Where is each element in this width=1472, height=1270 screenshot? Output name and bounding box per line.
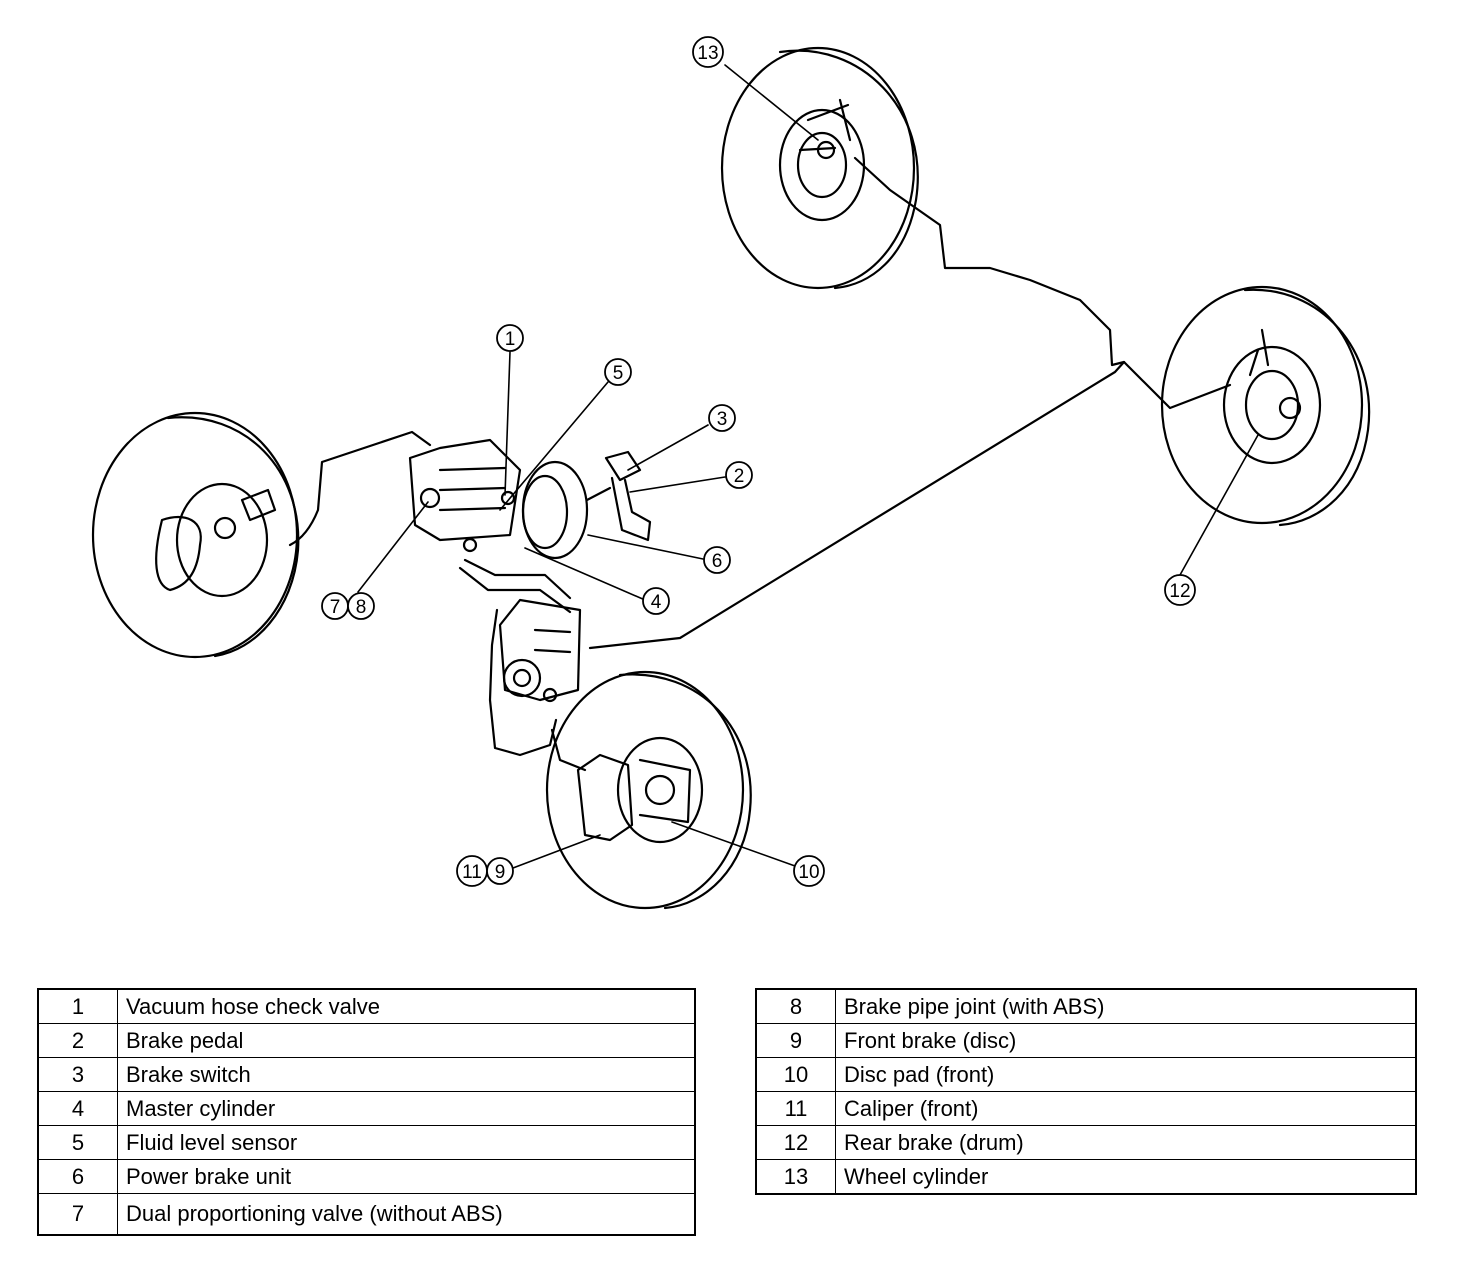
legend-description: Brake pipe joint (with ABS): [835, 988, 1417, 1024]
svg-text:2: 2: [734, 466, 745, 487]
legend-description: Brake switch: [117, 1057, 696, 1092]
svg-text:5: 5: [613, 363, 624, 384]
legend-number: 3: [37, 1057, 118, 1092]
callout-12: 12: [1164, 574, 1196, 606]
legend-description: Master cylinder: [117, 1091, 696, 1126]
svg-text:10: 10: [798, 862, 819, 883]
legend-description: Front brake (disc): [835, 1023, 1417, 1058]
legend-row: 8 Brake pipe joint (with ABS): [755, 988, 1417, 1024]
svg-text:12: 12: [1169, 581, 1190, 602]
svg-text:1: 1: [505, 329, 516, 350]
callout-5: 5: [604, 358, 632, 386]
legend-description: Brake pedal: [117, 1023, 696, 1058]
legend-row: 13 Wheel cylinder: [755, 1159, 1417, 1195]
callout-8: 8: [347, 592, 375, 620]
leader-lines: [357, 64, 1259, 869]
legend-description: Power brake unit: [117, 1159, 696, 1194]
legend-row: 3 Brake switch: [37, 1057, 696, 1092]
front-left-wheel: [91, 411, 300, 659]
callout-4: 4: [642, 587, 670, 615]
legend-row: 11 Caliper (front): [755, 1091, 1417, 1126]
legend-description: Wheel cylinder: [835, 1159, 1417, 1195]
abs-unit: [498, 598, 582, 703]
rear-right-wheel: [1160, 285, 1371, 527]
svg-text:6: 6: [712, 551, 723, 572]
callout-10: 10: [793, 855, 825, 887]
legend-number: 2: [37, 1023, 118, 1058]
legend-row: 9 Front brake (disc): [755, 1023, 1417, 1058]
master-cylinder-assembly: [408, 438, 652, 560]
legend-row: 6 Power brake unit: [37, 1159, 696, 1194]
brake-system-diagram: 1 5 3 2 6 4 7 8 13 12 11 9: [91, 36, 1371, 910]
svg-text:7: 7: [330, 597, 341, 618]
legend-description: Caliper (front): [835, 1091, 1417, 1126]
legend-number: 13: [755, 1159, 836, 1195]
brake-lines: [288, 156, 1232, 772]
legend-row: 4 Master cylinder: [37, 1091, 696, 1126]
callout-13: 13: [692, 36, 724, 68]
legend-table-right: 8 Brake pipe joint (with ABS) 9 Front br…: [755, 988, 1417, 1195]
legend-number: 10: [755, 1057, 836, 1092]
legend-description: Fluid level sensor: [117, 1125, 696, 1160]
callout-1: 1: [496, 324, 524, 352]
callout-6: 6: [703, 546, 731, 574]
svg-text:11: 11: [462, 862, 482, 883]
legend-number: 9: [755, 1023, 836, 1058]
legend-row: 1 Vacuum hose check valve: [37, 988, 696, 1024]
legend-row: 2 Brake pedal: [37, 1023, 696, 1058]
legend-number: 8: [755, 988, 836, 1024]
legend-description: Disc pad (front): [835, 1057, 1417, 1092]
legend-number: 11: [755, 1091, 836, 1126]
legend-row: 7 Dual proportioning valve (without ABS): [37, 1193, 696, 1236]
callout-2: 2: [725, 461, 753, 489]
legend-number: 4: [37, 1091, 118, 1126]
legend-number: 1: [37, 988, 118, 1024]
legend-row: 12 Rear brake (drum): [755, 1125, 1417, 1160]
callout-7: 7: [321, 592, 349, 620]
legend-number: 5: [37, 1125, 118, 1160]
callout-11: 11: [456, 855, 488, 887]
rear-left-wheel: [720, 46, 919, 290]
svg-text:4: 4: [651, 592, 662, 613]
legend-row: 5 Fluid level sensor: [37, 1125, 696, 1160]
legend-description: Dual proportioning valve (without ABS): [117, 1193, 696, 1236]
svg-text:13: 13: [697, 43, 718, 64]
svg-text:3: 3: [717, 409, 728, 430]
front-right-wheel: [545, 670, 752, 910]
legend-description: Rear brake (drum): [835, 1125, 1417, 1160]
legend-table-left: 1 Vacuum hose check valve 2 Brake pedal …: [37, 988, 696, 1236]
callout-3: 3: [708, 404, 736, 432]
legend-number: 12: [755, 1125, 836, 1160]
legend-number: 7: [37, 1193, 118, 1236]
svg-text:9: 9: [495, 862, 506, 883]
callout-9: 9: [486, 857, 514, 885]
legend-description: Vacuum hose check valve: [117, 988, 696, 1024]
legend-number: 6: [37, 1159, 118, 1194]
svg-text:8: 8: [356, 597, 367, 618]
legend-row: 10 Disc pad (front): [755, 1057, 1417, 1092]
